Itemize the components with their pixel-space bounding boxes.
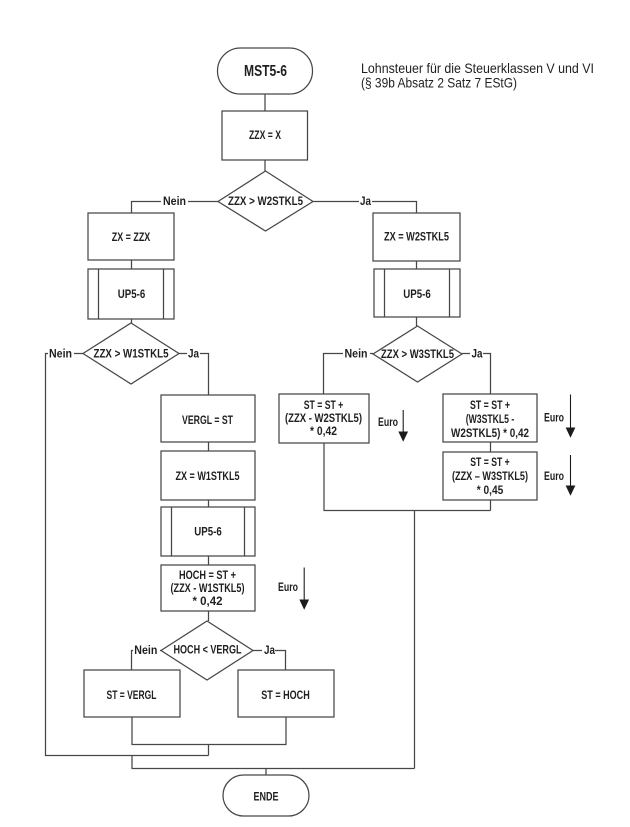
svg-text:UP5-6: UP5-6 xyxy=(194,527,222,539)
svg-text:* 0,45: * 0,45 xyxy=(477,485,504,497)
svg-text:UP5-6: UP5-6 xyxy=(118,289,146,301)
svg-text:ST = VERGL: ST = VERGL xyxy=(107,690,157,702)
svg-text:ZZX > W1STKL5: ZZX > W1STKL5 xyxy=(94,349,170,361)
svg-text:ZX = W1STKL5: ZX = W1STKL5 xyxy=(176,471,240,483)
svg-text:(ZZX – W3STKL5): (ZZX – W3STKL5) xyxy=(452,471,528,483)
svg-text:HOCH < VERGL: HOCH < VERGL xyxy=(174,645,242,657)
svg-text:(ZZX - W2STKL5): (ZZX - W2STKL5) xyxy=(285,413,362,425)
svg-text:ZX = ZZX: ZX = ZZX xyxy=(112,232,151,244)
svg-text:Nein: Nein xyxy=(163,196,186,208)
svg-text:ZX = W2STKL5: ZX = W2STKL5 xyxy=(384,232,449,244)
svg-text:W2STKL5) * 0,42: W2STKL5) * 0,42 xyxy=(451,428,529,440)
svg-text:VERGL = ST: VERGL = ST xyxy=(182,415,233,427)
svg-text:Ja: Ja xyxy=(264,645,276,657)
svg-text:* 0,42: * 0,42 xyxy=(310,426,337,438)
svg-text:(ZZX - W1STKL5): (ZZX - W1STKL5) xyxy=(171,583,245,595)
svg-text:Euro: Euro xyxy=(544,413,564,425)
svg-text:Nein: Nein xyxy=(134,645,157,657)
svg-text:Lohnsteuer für die Steuerklass: Lohnsteuer für die Steuerklassen V und V… xyxy=(361,60,594,76)
svg-text:ZZX > W2STKL5: ZZX > W2STKL5 xyxy=(228,196,304,208)
svg-text:HOCH = ST +: HOCH = ST + xyxy=(179,570,236,582)
svg-text:Nein: Nein xyxy=(345,349,368,361)
svg-text:Euro: Euro xyxy=(544,471,564,483)
svg-text:Euro: Euro xyxy=(278,582,298,594)
svg-text:ENDE: ENDE xyxy=(254,792,279,804)
svg-text:Nein: Nein xyxy=(49,349,72,361)
svg-text:ST = HOCH: ST = HOCH xyxy=(261,690,310,702)
svg-text:Ja: Ja xyxy=(360,196,372,208)
svg-text:ZZX > W3STKL5: ZZX > W3STKL5 xyxy=(381,349,454,361)
svg-text:Ja: Ja xyxy=(188,349,200,361)
svg-text:(§ 39b Absatz 2 Satz 7 EStG): (§ 39b Absatz 2 Satz 7 EStG) xyxy=(361,75,517,91)
svg-text:(W3STKL5 -: (W3STKL5 - xyxy=(466,414,515,426)
svg-text:ZZX = X: ZZX = X xyxy=(249,130,281,142)
svg-text:Ja: Ja xyxy=(472,349,484,361)
svg-text:UP5-6: UP5-6 xyxy=(403,289,431,301)
svg-text:ST = ST +: ST = ST + xyxy=(304,400,344,412)
svg-text:Euro: Euro xyxy=(378,417,398,429)
svg-text:ST = ST +: ST = ST + xyxy=(470,457,510,469)
svg-text:ST = ST +: ST = ST + xyxy=(470,400,510,412)
svg-text:* 0,42: * 0,42 xyxy=(193,596,223,608)
svg-text:MST5-6: MST5-6 xyxy=(244,63,287,80)
